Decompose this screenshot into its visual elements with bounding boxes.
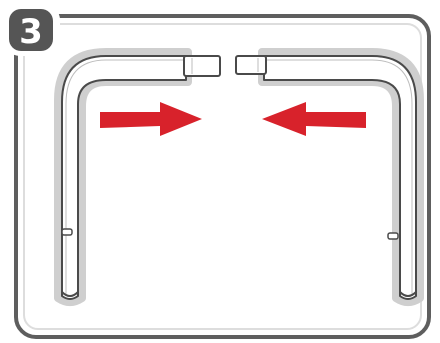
l-shaped-tube-right-icon: [235, 48, 424, 306]
l-shaped-tube-left-icon: [54, 48, 221, 306]
step-number: 3: [19, 12, 43, 52]
right-snap-button: [387, 232, 399, 240]
step-panel: [14, 14, 431, 339]
left-snap-button: [61, 228, 73, 236]
right-connector: [235, 55, 267, 75]
arrow-right-icon: [100, 102, 202, 136]
step-number-badge: 3: [4, 4, 60, 56]
left-connector: [183, 55, 221, 77]
arrow-left-icon: [262, 102, 366, 136]
